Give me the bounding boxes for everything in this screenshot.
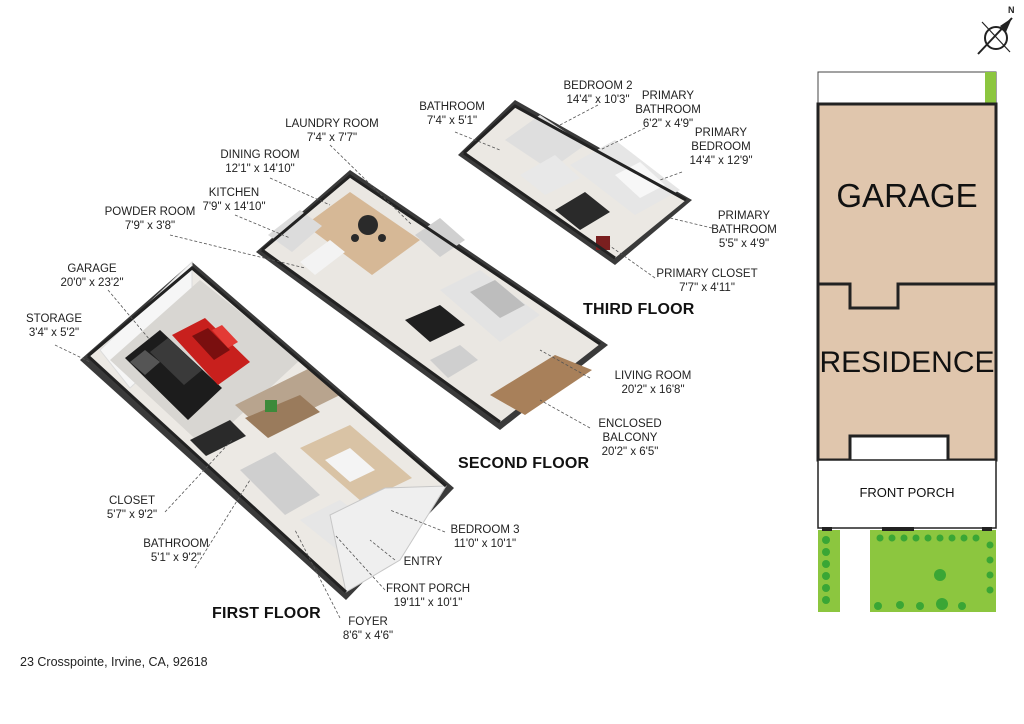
first-floor-title: FIRST FLOOR: [212, 605, 321, 622]
balcony-floor: [490, 355, 592, 415]
first-floor-model: [80, 260, 454, 600]
second-floor-title: SECOND FLOOR: [458, 455, 590, 472]
label-entry: ENTRY: [403, 556, 443, 568]
black-car: [125, 330, 222, 420]
property-address: 23 Crosspointe, Irvine, CA, 92618: [20, 655, 208, 669]
site-building: [816, 102, 998, 462]
red-car: [172, 318, 250, 385]
site-residence-label: RESIDENCE: [819, 346, 995, 379]
compass-icon: [977, 17, 1013, 55]
site-garage-label: GARAGE: [836, 177, 978, 214]
third-floor-model: [458, 100, 692, 265]
third-floor-title: THIRD FLOOR: [583, 301, 695, 318]
compass-north-label: N: [1008, 5, 1015, 15]
dining-floor: [305, 192, 420, 275]
site-plan: [816, 71, 998, 612]
leader-lines: [54, 104, 713, 619]
second-floor-model: [256, 170, 608, 430]
site-front-porch-label: FRONT PORCH: [859, 485, 955, 500]
